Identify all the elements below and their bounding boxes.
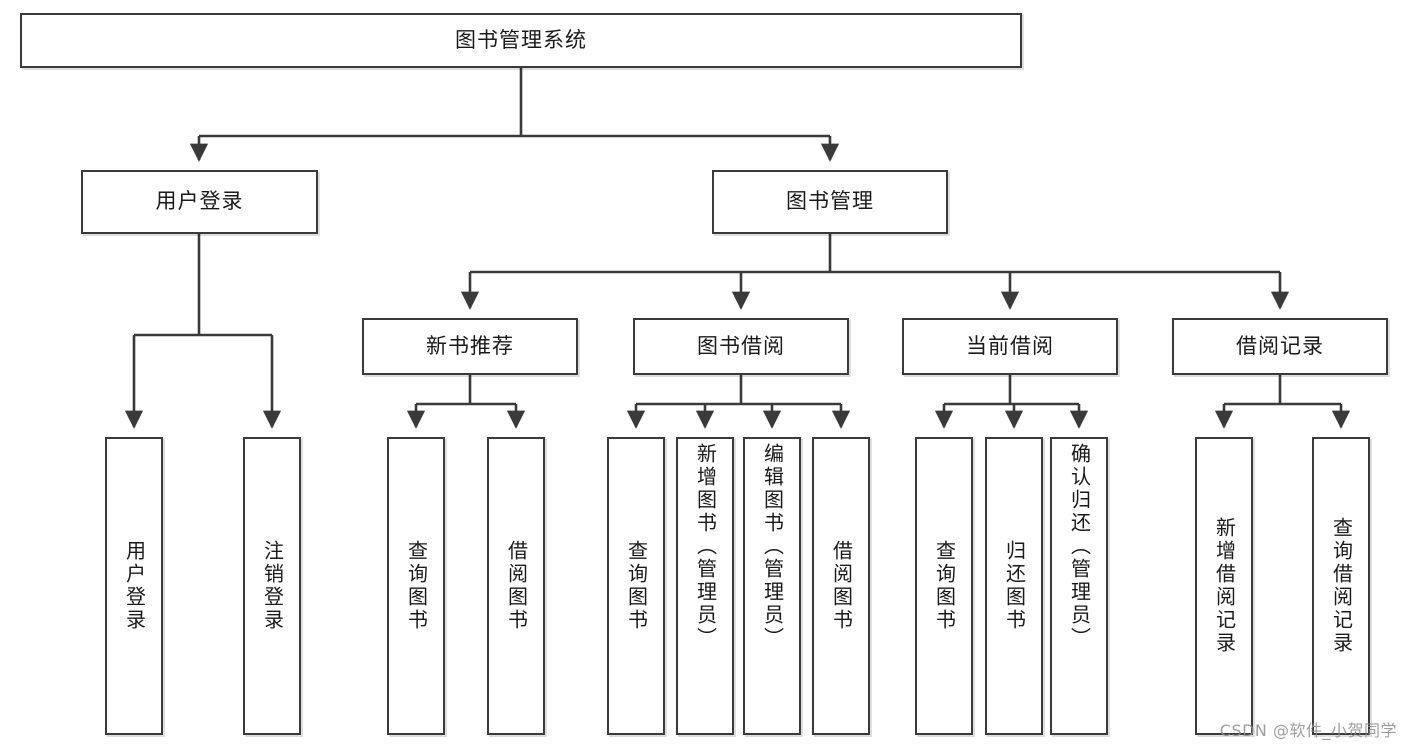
node-borrow-record-label: 借阅记录 [1236, 333, 1324, 358]
node-leaf-add-borrow-record-label: 新增借阅记录 [1212, 517, 1237, 655]
node-leaf-add-borrow-record[interactable]: 新增借阅记录 [1195, 437, 1253, 735]
node-leaf-confirm-return-admin-label: 确认归还（管理员） [1067, 443, 1092, 650]
node-leaf-borrow-book-2[interactable]: 借阅图书 [812, 437, 870, 735]
node-leaf-edit-book-admin[interactable]: 编辑图书（管理员） [743, 437, 801, 735]
node-new-book-rec-label: 新书推荐 [426, 333, 514, 358]
node-book-manage[interactable]: 图书管理 [712, 170, 948, 234]
node-leaf-edit-book-admin-label: 编辑图书（管理员） [760, 443, 785, 650]
node-leaf-query-borrow-record-label: 查询借阅记录 [1329, 517, 1354, 655]
node-current-borrow-label: 当前借阅 [966, 333, 1054, 358]
node-leaf-query-book-1-label: 查询图书 [404, 540, 429, 632]
node-current-borrow[interactable]: 当前借阅 [902, 318, 1118, 375]
node-leaf-query-book-3[interactable]: 查询图书 [915, 437, 973, 735]
node-leaf-query-book-2[interactable]: 查询图书 [607, 437, 665, 735]
node-leaf-user-logout-label: 注销登录 [260, 540, 285, 632]
node-leaf-borrow-book-2-label: 借阅图书 [829, 540, 854, 632]
node-leaf-query-book-1[interactable]: 查询图书 [387, 437, 445, 735]
node-borrow-record[interactable]: 借阅记录 [1172, 318, 1388, 375]
node-leaf-return-book[interactable]: 归还图书 [985, 437, 1043, 735]
node-leaf-query-book-2-label: 查询图书 [624, 540, 649, 632]
node-book-manage-label: 图书管理 [786, 189, 874, 214]
node-new-book-rec[interactable]: 新书推荐 [362, 318, 578, 375]
node-leaf-add-book-admin[interactable]: 新增图书（管理员） [676, 437, 734, 735]
node-leaf-borrow-book-1[interactable]: 借阅图书 [487, 437, 545, 735]
csdn-watermark: CSDN @软件_小贺同学 [1219, 721, 1397, 740]
node-root-label: 图书管理系统 [455, 27, 587, 52]
node-leaf-query-borrow-record[interactable]: 查询借阅记录 [1312, 437, 1370, 735]
node-leaf-add-book-admin-label: 新增图书（管理员） [693, 443, 718, 650]
node-book-borrow[interactable]: 图书借阅 [633, 318, 849, 375]
node-leaf-query-book-3-label: 查询图书 [932, 540, 957, 632]
node-root[interactable]: 图书管理系统 [20, 13, 1022, 68]
node-leaf-confirm-return-admin[interactable]: 确认归还（管理员） [1050, 437, 1108, 735]
node-book-borrow-label: 图书借阅 [697, 333, 785, 358]
node-leaf-borrow-book-1-label: 借阅图书 [504, 540, 529, 632]
node-leaf-user-login-label: 用户登录 [122, 540, 147, 632]
node-leaf-return-book-label: 归还图书 [1002, 540, 1027, 632]
node-user-login[interactable]: 用户登录 [81, 170, 318, 234]
node-leaf-user-logout[interactable]: 注销登录 [243, 437, 301, 735]
node-user-login-label: 用户登录 [155, 189, 244, 214]
node-leaf-user-login[interactable]: 用户登录 [105, 437, 163, 735]
